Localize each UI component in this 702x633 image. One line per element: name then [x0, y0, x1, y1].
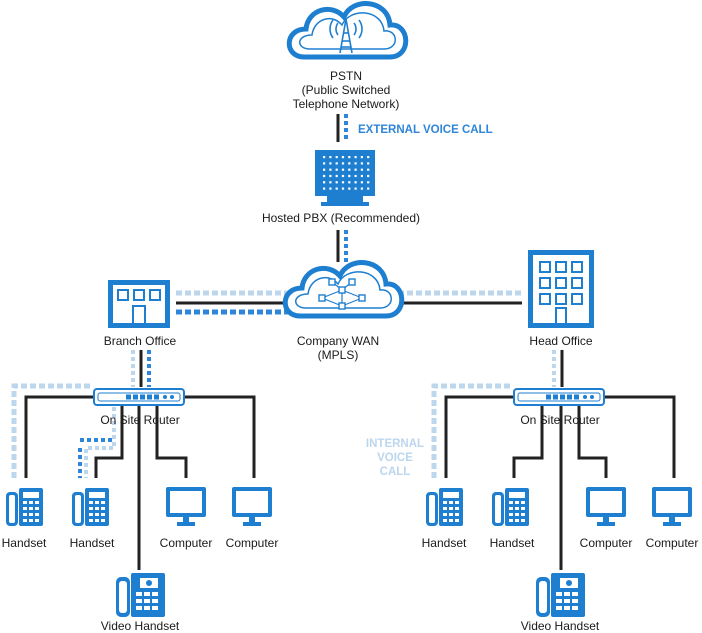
server-dot	[360, 181, 363, 184]
pstn-cloud-icon	[289, 4, 406, 57]
branch-device-label-3: Computer	[160, 536, 213, 550]
server-dot	[341, 168, 345, 171]
head-computer-1-icon	[586, 487, 626, 526]
head-device-links	[444, 395, 676, 570]
branch-building-icon	[107, 279, 171, 329]
server-dot	[360, 174, 363, 178]
pbx-label: Hosted PBX (Recommended)	[262, 211, 420, 225]
server-dot	[354, 162, 357, 165]
server-dot	[335, 187, 338, 190]
server-dot	[335, 174, 338, 178]
server-dot	[323, 168, 326, 171]
server-dot	[360, 156, 363, 159]
server-dot	[335, 162, 338, 165]
branch-video-handset-icon	[116, 573, 165, 617]
server-dot	[348, 162, 351, 165]
head-handset-internal-call	[431, 383, 510, 478]
server-dot	[341, 174, 345, 178]
head-device-label-1: Handset	[422, 536, 467, 550]
wan-cloud-icon	[285, 263, 402, 316]
internal-call-label-1: INTERNAL	[366, 438, 424, 450]
pstn-label-3: Telephone Network)	[293, 97, 400, 111]
server-dot	[348, 181, 351, 184]
branch-handset-internal-call	[11, 383, 90, 478]
server-dot	[367, 174, 370, 178]
branch-device-label-4: Computer	[226, 536, 279, 550]
server-dot	[360, 162, 363, 165]
branch-device-label-1: Handset	[2, 536, 47, 550]
internal-call-label-3: CALL	[380, 466, 411, 478]
server-dot	[323, 174, 326, 178]
branch-router-icon	[93, 388, 185, 406]
server-dot	[335, 168, 338, 171]
branch-computer-2-icon	[232, 487, 272, 526]
head-office-label: Head Office	[529, 334, 592, 348]
branch-handset-2-icon	[72, 488, 109, 526]
server-dot	[329, 162, 332, 165]
server-dot	[341, 162, 345, 165]
wan-label-1: Company WAN	[297, 334, 379, 348]
head-computer-2-icon	[652, 487, 692, 526]
internal-call-label-2: VOICE	[377, 452, 413, 464]
branch-router-label: On Site Router	[100, 413, 179, 427]
server-dot	[348, 156, 351, 159]
head-video-handset-icon	[536, 573, 585, 617]
head-device-label-2: Handset	[490, 536, 535, 550]
server-icon	[315, 150, 375, 206]
server-dot	[323, 187, 326, 190]
server-dot	[367, 162, 370, 165]
server-dot	[367, 168, 370, 171]
server-dot	[341, 181, 345, 184]
external-voice-call-label: EXTERNAL VOICE CALL	[358, 124, 493, 136]
pstn-label-1: PSTN	[330, 69, 362, 83]
server-dot	[329, 181, 332, 184]
head-device-label-5: Video Handset	[521, 619, 600, 633]
server-dot	[367, 187, 370, 190]
server-dot	[354, 168, 357, 171]
server-dot	[329, 187, 332, 190]
server-dot	[323, 181, 326, 184]
server-dot	[341, 187, 345, 190]
branch-device-label-5: Video Handset	[101, 619, 180, 633]
head-router-icon	[513, 388, 605, 406]
branch-device-label-2: Handset	[70, 536, 115, 550]
wan-label-2: (MPLS)	[318, 348, 359, 362]
server-dot	[354, 156, 357, 159]
head-handset-2-icon	[492, 488, 529, 526]
server-dot	[354, 181, 357, 184]
server-dot	[354, 187, 357, 190]
server-dot	[348, 187, 351, 190]
head-handset-1-icon	[426, 488, 463, 526]
head-router-label: On Site Router	[520, 413, 599, 427]
branch-computer-1-icon	[166, 487, 206, 526]
server-dot	[329, 174, 332, 178]
pstn-label-2: (Public Switched	[302, 83, 391, 97]
server-dot	[335, 181, 338, 184]
server-dot	[367, 156, 370, 159]
branch-handset-1-icon	[6, 488, 43, 526]
head-device-label-3: Computer	[580, 536, 633, 550]
server-dot	[323, 156, 326, 159]
server-dot	[341, 156, 345, 159]
server-dot	[367, 181, 370, 184]
server-dot	[354, 174, 357, 178]
server-dot	[335, 156, 338, 159]
server-dot	[348, 168, 351, 171]
head-building-icon	[528, 250, 594, 328]
branch-office-label: Branch Office	[104, 334, 177, 348]
server-dot	[329, 156, 332, 159]
server-dot	[360, 168, 363, 171]
server-dot	[360, 187, 363, 190]
branch-device-links	[24, 395, 256, 570]
branch-handset2-internal-call	[84, 407, 116, 478]
head-device-label-4: Computer	[646, 536, 699, 550]
server-dot	[329, 168, 332, 171]
server-dot	[323, 162, 326, 165]
server-dot	[348, 174, 351, 178]
